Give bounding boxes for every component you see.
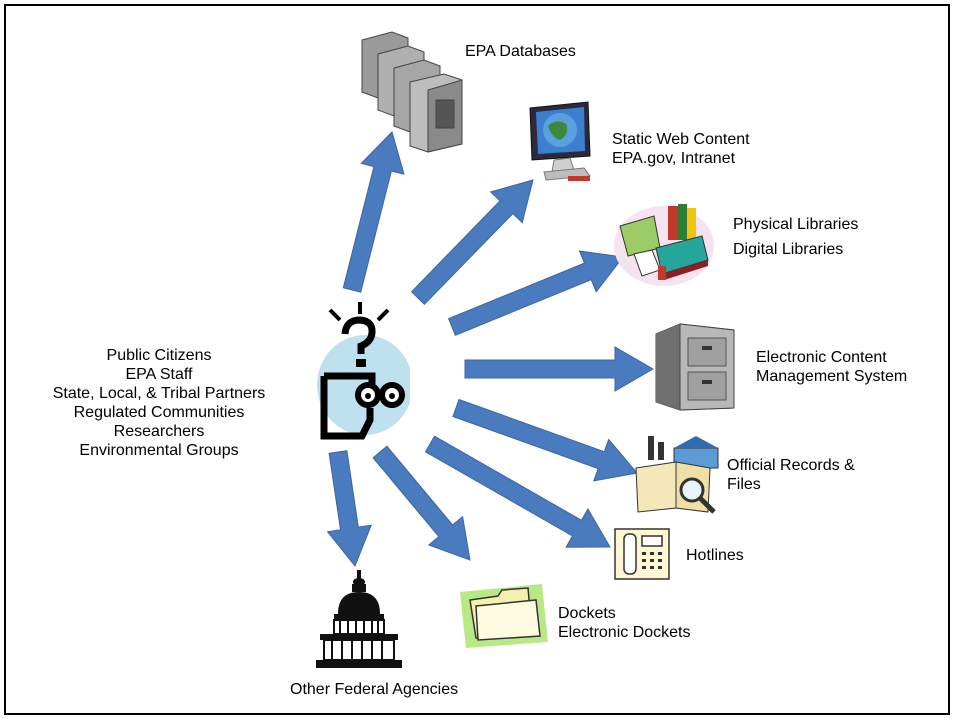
label-line: Electronic Dockets (558, 624, 691, 641)
arrow-to-records (452, 398, 638, 482)
label-line: Files (727, 476, 761, 493)
label-line: Management System (756, 368, 908, 385)
label-line: Dockets (558, 605, 616, 622)
static-web-label: Static Web Content EPA.gov, Intranet (612, 130, 750, 168)
audience-line: Researchers (113, 423, 205, 440)
dockets-label: Dockets Electronic Dockets (558, 604, 691, 642)
label-line: Static Web Content (612, 131, 750, 148)
folder-icon (460, 584, 548, 648)
label-line: EPA.gov, Intranet (612, 150, 736, 167)
arrow-to-databases (342, 131, 405, 293)
label-line: Electronic Content (756, 349, 887, 366)
epa-databases-label: EPA Databases (465, 42, 576, 61)
arrow-to-dockets (372, 445, 471, 561)
arrow-to-ecms (464, 346, 654, 392)
arrow-to-federal (326, 450, 372, 567)
capitol-icon (316, 570, 402, 668)
hotlines-label: Hotlines (686, 546, 744, 565)
records-magnifier-icon (635, 436, 719, 514)
label-line: EPA Databases (465, 43, 576, 60)
audience-line: EPA Staff (125, 366, 193, 383)
phone-icon (614, 528, 670, 580)
diagram-frame (4, 4, 950, 715)
label-line: Official Records & (727, 457, 855, 474)
arrow-to-hotlines (424, 435, 611, 548)
audience-line: Regulated Communities (73, 404, 245, 421)
ecms-label: Electronic Content Management System (756, 348, 907, 386)
libraries-label: Physical Libraries Digital Libraries (733, 212, 858, 262)
records-label: Official Records & Files (727, 456, 855, 494)
label-line: Physical Libraries (733, 216, 859, 233)
audience-line: Environmental Groups (79, 442, 239, 459)
audience-line: Public Citizens (106, 347, 212, 364)
arrow-to-libraries (447, 250, 624, 336)
audience-list: Public Citizens EPA Staff State, Local, … (14, 346, 304, 460)
computer-globe-icon (529, 101, 591, 181)
federal-label: Other Federal Agencies (290, 680, 458, 699)
server-stack-icon (361, 31, 463, 153)
audience-line: State, Local, & Tribal Partners (52, 385, 266, 402)
confused-person-icon (317, 302, 410, 440)
label-line: Hotlines (686, 547, 744, 564)
label-line: Other Federal Agencies (290, 681, 459, 698)
arrow-to-static-web (410, 179, 534, 306)
file-cabinet-icon (655, 323, 735, 411)
label-line: Digital Libraries (733, 241, 844, 258)
books-icon (614, 204, 714, 286)
